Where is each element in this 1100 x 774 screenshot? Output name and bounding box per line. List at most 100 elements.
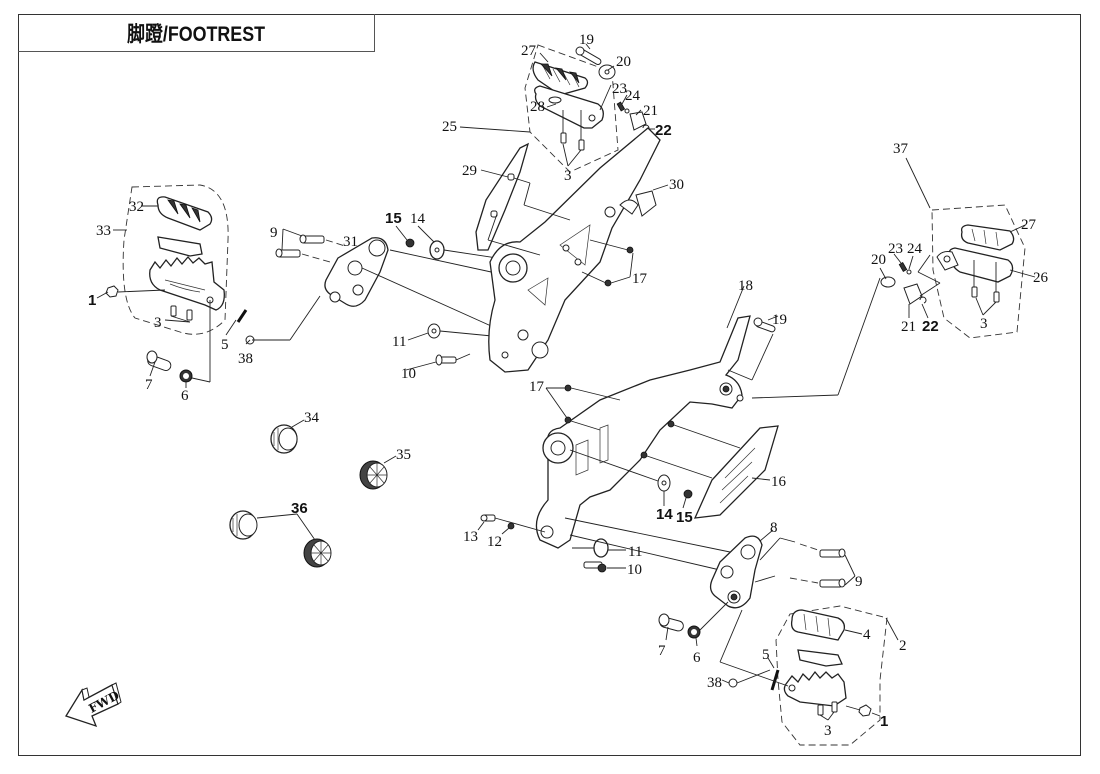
callout-18: 18 [738,278,753,294]
callout-21-right: 21 [901,319,916,335]
plug-34 [270,419,305,454]
callout-21-top: 21 [643,103,658,119]
right-footpeg-assembly [751,157,1036,399]
callout-25: 25 [442,119,457,135]
pivot-pin-7-left [146,350,172,371]
plate-21-right [903,283,923,305]
left-footpeg-assembly [96,184,321,388]
right-group-outline [931,204,1026,339]
clip-30 [635,184,669,217]
plug-35 [359,455,397,490]
callout-13: 13 [463,529,478,545]
callout-38-bottom: 38 [707,675,722,691]
callout-15-right: 15 [676,509,693,526]
bolts-3-top [560,110,585,151]
footpeg-body-26 [936,247,1014,283]
callout-17-right: 17 [529,379,545,395]
peg-insert-left [157,236,203,257]
callout-4: 4 [863,627,871,643]
callout-15-left: 15 [385,210,402,227]
washer-38-bottom [719,609,789,688]
callout-20-top: 20 [616,54,631,70]
callout-11-right: 11 [628,544,642,560]
callout-1-bottom: 1 [880,713,888,730]
callout-11-left: 11 [392,334,406,350]
callout-12: 12 [487,534,502,550]
callout-35: 35 [396,447,411,463]
bolt-15-left [395,225,415,248]
nut-1-bottom [858,704,872,717]
bushing-11-left [407,323,441,341]
callout-17-left: 17 [632,271,648,287]
peg-insert-bottom [797,649,843,667]
callout-29: 29 [462,163,477,179]
callout-38-left: 38 [238,351,253,367]
ball-24-top [624,108,630,114]
bolt-10-right [583,561,626,573]
callout-5-left: 5 [221,337,229,353]
callout-27-right: 27 [1021,217,1037,233]
pin-19-right [727,315,779,381]
ball-24-right [906,269,912,275]
nut-1-left [105,285,119,298]
callout-9-left: 9 [270,225,278,241]
callout-3-right: 3 [980,316,988,332]
cotter-pin-5-bottom [767,657,780,691]
page-title: 脚蹬/FOOTREST [127,22,265,46]
callout-31: 31 [343,234,358,250]
callout-9-right: 9 [855,574,863,590]
rubber-pad-32 [156,196,213,231]
serrated-footpeg-left [149,255,225,311]
callout-7-bottom: 7 [658,643,666,659]
spring-6-left [179,369,193,383]
cotter-pin-5-left [236,309,248,323]
bottom-footpeg-assembly [775,605,899,746]
pivot-pin-7-bottom [658,613,684,641]
title-block: 脚蹬/FOOTREST [18,14,375,52]
bolt-3-bottom-b [831,701,838,713]
callout-6-left: 6 [181,388,189,404]
callout-2: 2 [899,638,907,654]
callout-30: 30 [669,177,684,193]
rubber-pad-27 [532,61,589,96]
bolt-3-right-b [993,291,1000,303]
callout-1-left: 1 [88,292,96,309]
callout-16: 16 [771,474,787,490]
top-footpeg-assembly [459,43,655,173]
left-group-outline [122,184,229,335]
spring-23-right [898,261,908,273]
callout-14-right: 14 [656,506,673,523]
heel-guard-16 [646,424,779,519]
callout-33: 33 [96,223,111,239]
spring-23-top [616,101,626,112]
callout-14-left: 14 [410,211,426,227]
bolts-9-left [275,228,346,263]
bolt-3-right-a [971,286,978,298]
callout-23-right: 23 [888,241,903,257]
bolts-9-right [754,537,856,588]
rubber-pad-27-right [960,224,1015,251]
washer-14-right [569,449,671,506]
callout-26: 26 [1033,270,1049,286]
screws-17-left [581,239,634,287]
callout-3-left: 3 [154,315,162,331]
callout-3-top: 3 [564,168,572,184]
callout-20-right: 20 [871,252,886,268]
callout-19-right: 19 [772,312,787,328]
callout-27-top: 27 [521,43,537,59]
pin-19-top [575,46,602,65]
callout-3-bottom: 3 [824,723,832,739]
washer-12-right [494,517,546,535]
callout-34: 34 [304,410,320,426]
bolt-13-right [477,514,496,531]
callout-10-right: 10 [627,562,642,578]
bolt-3-left-b [186,309,193,321]
fwd-arrow-icon: FWD [65,682,122,728]
rubber-pad-4 [790,609,846,641]
bottom-group-outline [775,605,888,746]
callout-5-bottom: 5 [762,647,770,663]
plug-36-a [229,510,258,540]
callout-19-top: 19 [579,32,594,48]
washer-20-right [880,276,896,288]
